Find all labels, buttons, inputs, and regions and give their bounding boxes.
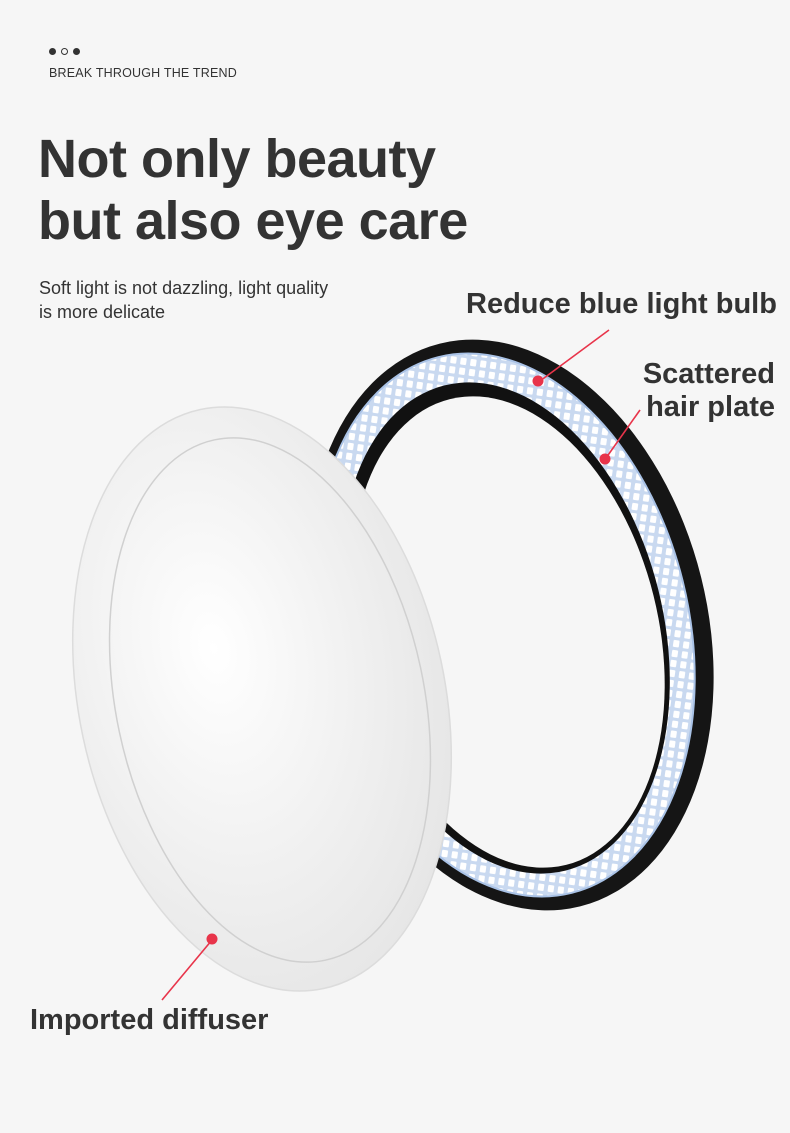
callout-line-bulb — [539, 329, 610, 382]
headline: Not only beauty but also eye care — [38, 128, 468, 252]
led-ring-illustration — [306, 339, 714, 911]
pagination-dot — [73, 48, 80, 55]
pagination-dot — [61, 48, 68, 55]
callout-plate-line-2: hair plate — [646, 391, 775, 423]
callout-plate-label: Scattered hair plate — [643, 358, 775, 424]
pagination-dots — [49, 48, 80, 55]
headline-line-1: Not only beauty — [38, 129, 436, 189]
callout-line-diffuser — [161, 939, 213, 1001]
callout-diffuser-label: Imported diffuser — [30, 1004, 269, 1036]
callout-dot-bulb — [532, 375, 544, 387]
callout-dot-diffuser — [206, 933, 218, 945]
callout-line-plate — [605, 409, 641, 459]
headline-line-2: but also eye care — [38, 191, 468, 251]
callout-plate-line-1: Scattered — [642, 358, 775, 390]
callout-dot-plate — [599, 453, 611, 465]
eyebrow-text: BREAK THROUGH THE TREND — [49, 66, 237, 80]
subtitle: Soft light is not dazzling, light qualit… — [39, 276, 379, 324]
callout-bulb-label: Reduce blue light bulb — [466, 288, 777, 320]
pagination-dot — [49, 48, 56, 55]
subtitle-line-1: Soft light is not dazzling, light qualit… — [39, 278, 329, 298]
subtitle-line-2: is more delicate — [39, 302, 166, 322]
callout-markers — [161, 329, 641, 1001]
diffuser-ring-illustration — [71, 406, 453, 992]
